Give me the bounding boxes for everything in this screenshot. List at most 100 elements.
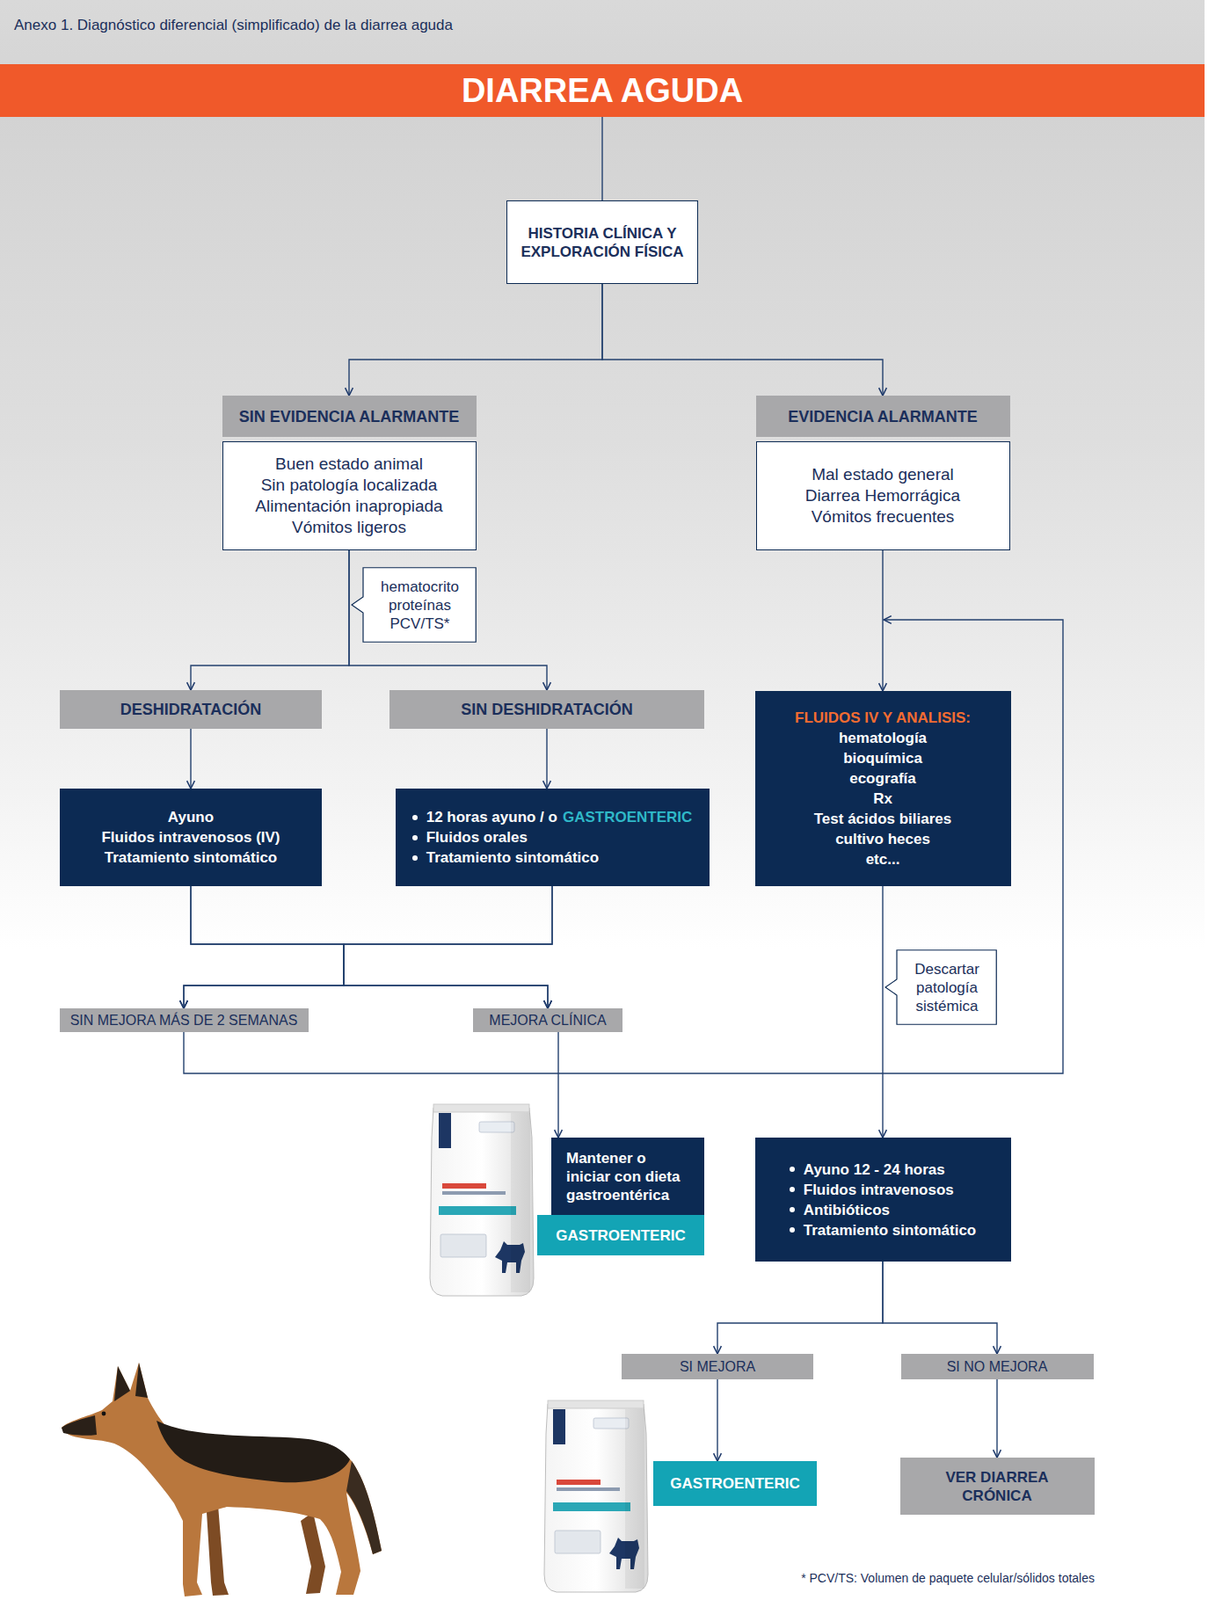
node-label: hematología — [838, 727, 927, 749]
connector — [996, 1379, 998, 1458]
text-row: Fluidos intravenosos (IV) — [101, 827, 280, 848]
node-label: Fluidos orales — [426, 827, 528, 848]
text-row: Tratamiento sintomático — [101, 847, 280, 868]
connector — [557, 1032, 559, 1138]
condition-panel: EVIDENCIA ALARMANTE Mal estado generalDia… — [756, 395, 1011, 551]
node-label: EVIDENCIA ALARMANTE — [787, 407, 978, 427]
text-row: Tratamiento sintomático — [789, 1220, 976, 1241]
text-block: HISTORIA CLÍNICA Y EXPLORACIÓN FÍSICA — [518, 224, 686, 262]
node-label: Ayuno 12 - 24 horas — [803, 1159, 946, 1180]
status-band: SIN DESHIDRATACIÓN — [389, 690, 705, 729]
node-label: DESHIDRATACIÓN — [120, 699, 262, 720]
text-row: Diarrea Hemorrágica — [805, 485, 961, 507]
node-label: Mantener o iniciar con dieta gastroentér… — [566, 1149, 690, 1205]
node-label: GASTROENTERIC — [669, 1474, 800, 1493]
bullet-dot — [789, 1166, 795, 1173]
condition-panel: SIN EVIDENCIA ALARMANTE Buen estado anima… — [222, 395, 477, 551]
node-label: GASTROENTERIC — [555, 1226, 685, 1245]
text-row: Buen estado animal — [254, 453, 443, 475]
text-row: SIN MEJORA MÁS DE 2 SEMANAS — [70, 1011, 299, 1030]
node-label: etc... — [866, 849, 901, 870]
connector — [349, 283, 603, 396]
panel-heading: SIN EVIDENCIA ALARMANTE — [222, 395, 477, 437]
node-label: SI NO MEJORA — [946, 1358, 1049, 1376]
text-block: hematocrito proteínas PCV/TS* — [380, 577, 459, 634]
text-block: Buen estado animalSin patología localiza… — [254, 453, 443, 539]
text-block: MEJORA CLÍNICA — [488, 1011, 606, 1030]
text-block: SIN EVIDENCIA ALARMANTE — [239, 407, 460, 427]
node-label: Vómitos ligeros — [291, 516, 407, 539]
product-bag — [544, 1400, 648, 1593]
text-block: DIARREA AGUDA — [461, 71, 743, 110]
text-row: Test ácidos biliares — [794, 808, 971, 830]
text-row: Rx — [794, 788, 971, 809]
text-block: FLUIDOS IV Y ANALISIS:hematologíabioquím… — [794, 707, 971, 870]
bullet-dot — [789, 1207, 795, 1213]
note-callout: Descartar patología sistémica — [884, 949, 998, 1026]
connector — [190, 886, 548, 1009]
connector — [190, 550, 350, 691]
text-block: Descartar patología sistémica — [914, 960, 980, 1016]
text-row: Mal estado general — [805, 464, 961, 486]
node-label: Vómitos frecuentes — [811, 506, 955, 528]
text-row: MEJORA CLÍNICA — [488, 1011, 606, 1030]
text-block: Mal estado generalDiarrea HemorrágicaVóm… — [805, 464, 961, 528]
node-label: Diarrea Hemorrágica — [805, 485, 961, 507]
node-label: FLUIDOS IV Y ANALISIS: — [794, 707, 971, 728]
connector — [716, 1379, 718, 1462]
note-callout: hematocrito proteínas PCV/TS* — [350, 567, 477, 643]
text-row: DIARREA AGUDA — [461, 71, 743, 110]
figure-title: Anexo 1. Diagnóstico diferencial (simpli… — [14, 16, 453, 35]
text-row: GASTROENTERIC — [669, 1474, 800, 1493]
node-label: SIN MEJORA MÁS DE 2 SEMANAS — [70, 1011, 299, 1030]
treatment-box: AyunoFluidos intravenosos (IV)Tratamient… — [59, 788, 322, 887]
bullet-dot — [789, 1186, 795, 1193]
node-label: Fluidos intravenosos — [803, 1179, 954, 1201]
text-block: 12 horas ayuno / oGASTROENTERICFluidos o… — [412, 807, 693, 868]
text-row: hematología — [794, 727, 971, 749]
text-block: EVIDENCIA ALARMANTE — [787, 407, 978, 427]
node-label: Buen estado animal — [275, 453, 423, 475]
dog-illustration — [61, 1362, 382, 1597]
bullet-dot — [412, 855, 418, 861]
node-label: ecografía — [849, 768, 917, 789]
text-row: etc... — [794, 849, 971, 870]
text-block: Mantener o iniciar con dieta gastroentér… — [566, 1149, 690, 1205]
text-row: Vómitos ligeros — [254, 516, 443, 539]
text-row: 12 horas ayuno / oGASTROENTERIC — [412, 807, 693, 828]
connector — [882, 1261, 998, 1355]
text-block: SIN DESHIDRATACIÓN — [460, 699, 633, 720]
connector — [881, 550, 883, 692]
text-row: Tratamiento sintomático — [412, 847, 693, 868]
node-label: Sin patología localizada — [261, 474, 438, 496]
text-row: VER DIARREA CRÓNICA — [939, 1468, 1055, 1506]
connector — [717, 1261, 883, 1355]
text-block: GASTROENTERIC — [555, 1226, 685, 1245]
connector — [349, 550, 547, 691]
text-block: SI NO MEJORA — [946, 1358, 1049, 1376]
panel-body: Buen estado animalSin patología localiza… — [222, 441, 477, 551]
bullet-dot — [789, 1227, 795, 1233]
text-block: AyunoFluidos intravenosos (IV)Tratamient… — [101, 807, 280, 868]
text-row: Sin patología localizada — [254, 474, 443, 496]
connector — [189, 728, 191, 789]
panel-body: Mal estado generalDiarrea HemorrágicaVóm… — [756, 441, 1011, 551]
diet-box: Mantener o iniciar con dieta gastroentér… — [551, 1137, 705, 1216]
node-label: SIN DESHIDRATACIÓN — [460, 699, 633, 720]
node-label: Tratamiento sintomático — [426, 847, 599, 868]
text-row: FLUIDOS IV Y ANALISIS: — [794, 707, 971, 728]
text-block: SI MEJORA — [679, 1358, 756, 1376]
node-label: Tratamiento sintomático — [803, 1220, 976, 1241]
outcome-band: SI NO MEJORA — [901, 1354, 1094, 1380]
node-label: Antibióticos — [803, 1200, 890, 1221]
text-row: Antibióticos — [789, 1200, 976, 1221]
node-label: Alimentación inapropiada — [254, 495, 443, 517]
node-label: VER DIARREA CRÓNICA — [939, 1468, 1055, 1506]
bullet-dot — [412, 815, 418, 821]
node-label: Mal estado general — [811, 464, 954, 486]
outcome-band: SI MEJORA — [621, 1354, 814, 1380]
connector — [601, 116, 603, 201]
text-row: Descartar patología sistémica — [914, 960, 980, 1016]
text-block: GASTROENTERIC — [669, 1474, 800, 1493]
